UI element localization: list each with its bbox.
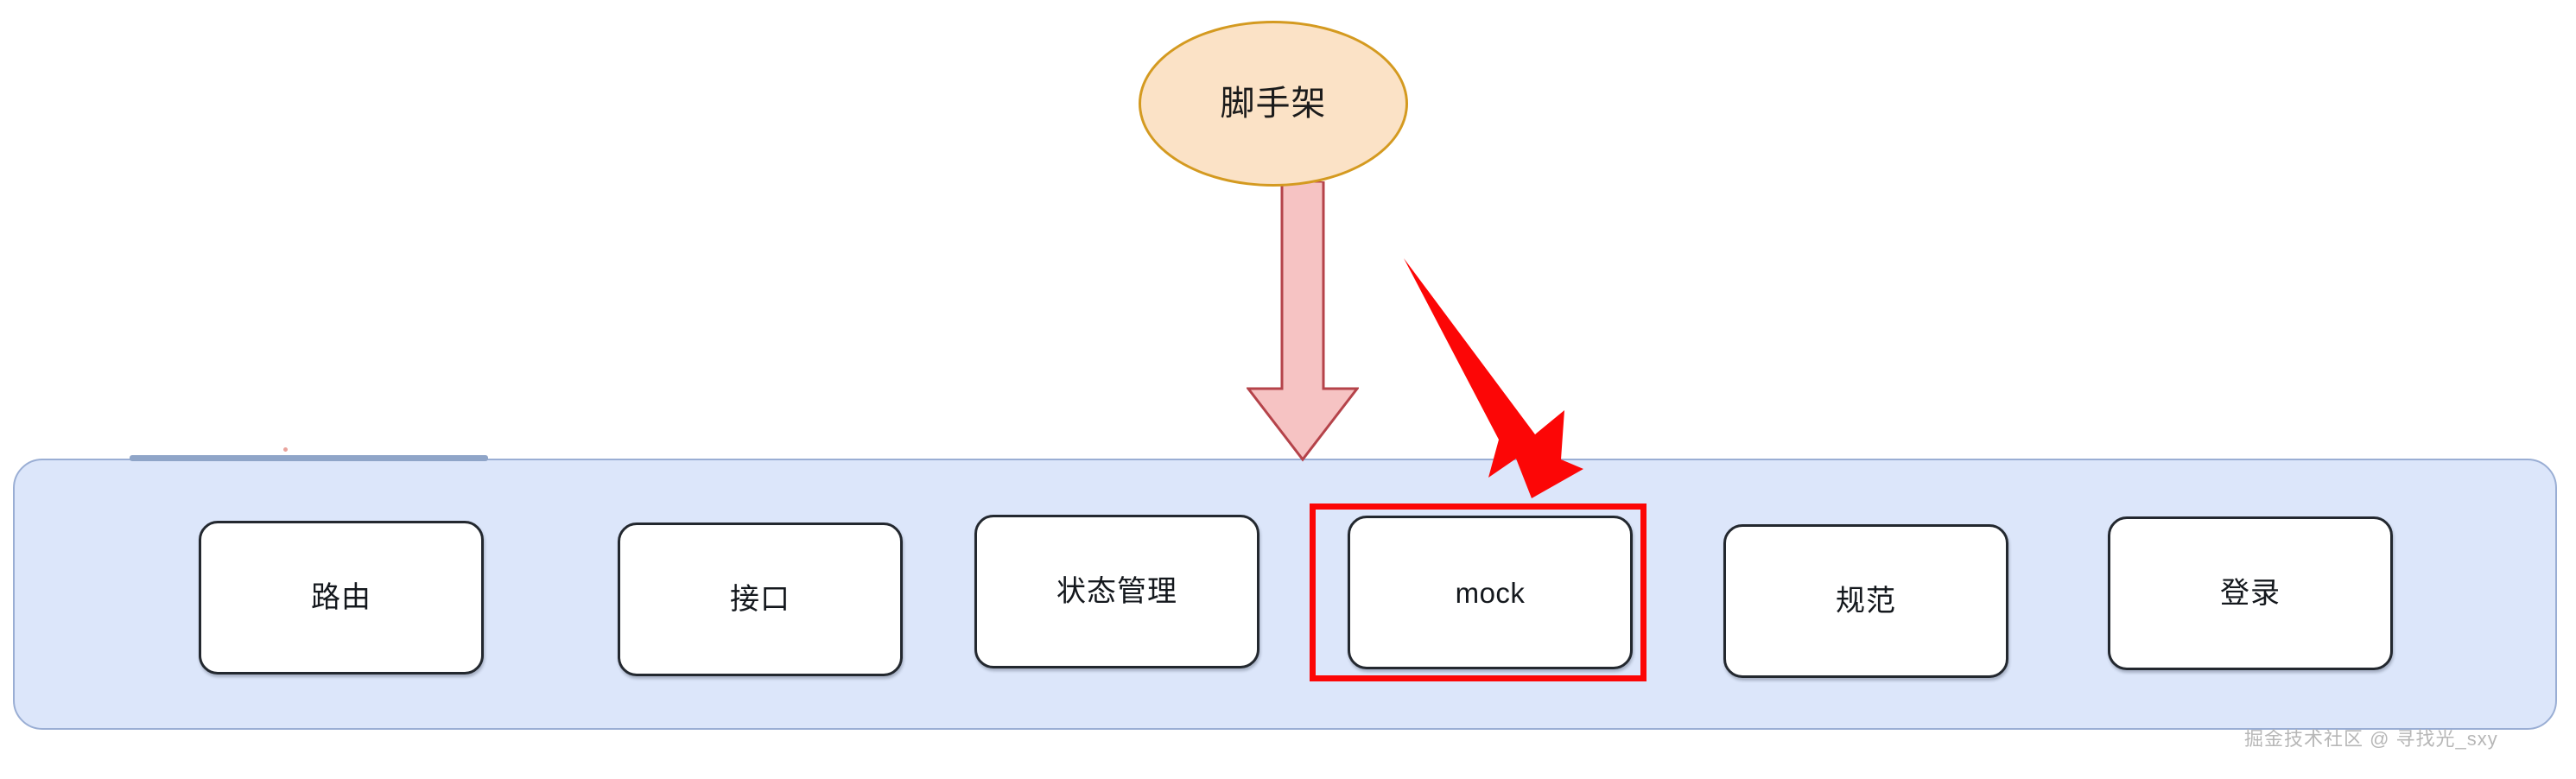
node-scaffold-label: 脚手架	[1220, 85, 1327, 123]
node-api[interactable]: 接口	[618, 522, 903, 676]
node-standards[interactable]: 规范	[1723, 524, 2008, 678]
node-routing[interactable]: 路由	[199, 521, 484, 674]
node-login-label: 登录	[2220, 577, 2281, 610]
stray-speck	[283, 447, 288, 452]
node-state-management-label: 状态管理	[1056, 575, 1177, 608]
node-login[interactable]: 登录	[2108, 516, 2393, 670]
block-arrow-down-icon	[1247, 181, 1359, 462]
watermark: 掘金技术社区 @ 寻找光_sxy	[2244, 728, 2498, 750]
node-api-label: 接口	[730, 583, 790, 616]
node-scaffold[interactable]: 脚手架	[1139, 21, 1408, 187]
node-routing-label: 路由	[311, 581, 371, 614]
node-standards-label: 规范	[1836, 585, 1896, 618]
container-top-edge-artifact	[130, 455, 488, 461]
node-state-management[interactable]: 状态管理	[974, 515, 1259, 668]
annotation-arrow-icon	[1404, 258, 1583, 498]
highlight-rect-mock	[1310, 504, 1646, 681]
node-mock[interactable]: mock	[1348, 516, 1633, 669]
node-mock-label: mock	[1455, 576, 1526, 609]
